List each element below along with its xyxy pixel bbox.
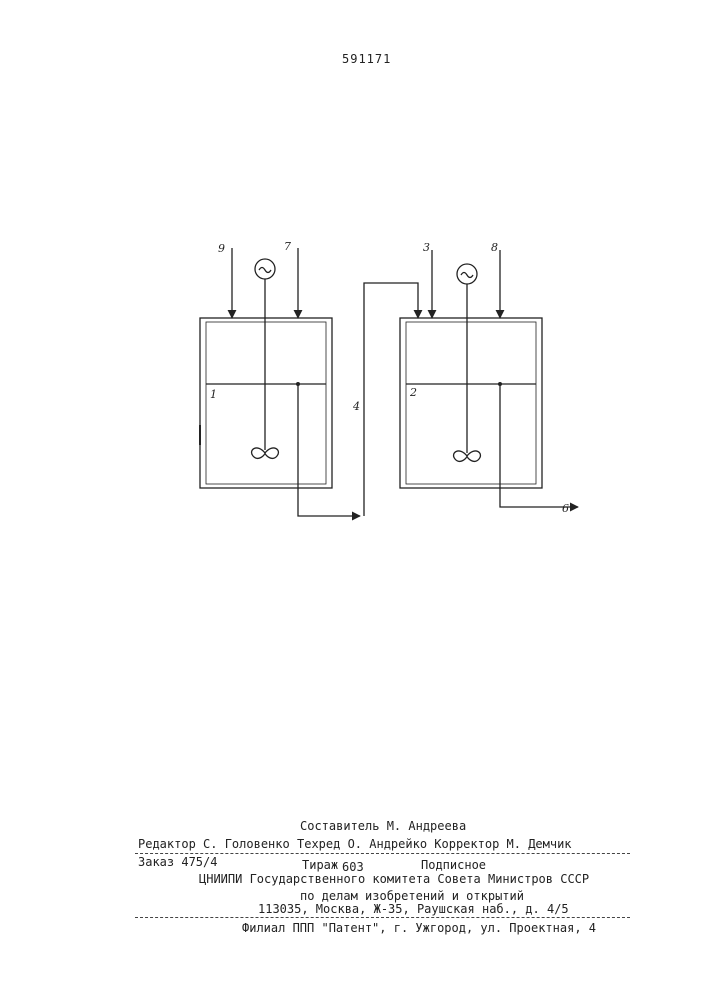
compiler-line: Составитель М. Андреева	[300, 819, 466, 833]
label-8: 8	[491, 241, 498, 254]
subscription-label: Подписное	[421, 858, 486, 872]
org-line-1: ЦНИИПИ Государственного комитета Совета …	[199, 872, 589, 886]
circulation-label: Тираж	[302, 858, 338, 872]
editor-line: Редактор С. Головенко	[138, 837, 290, 851]
label-1: 1	[210, 388, 217, 401]
label-7: 7	[284, 240, 291, 253]
stirrer-1	[252, 259, 279, 458]
conduit-4	[298, 384, 360, 516]
stirrer-2	[454, 264, 481, 461]
vessel-2	[400, 318, 542, 488]
label-6: 6	[562, 502, 569, 515]
label-4: 4	[352, 400, 360, 413]
techred-corrector-line: Техред О. Андрейко Корректор М. Демчик	[297, 837, 572, 851]
apparatus-diagram: 9 7 3 8 1 2 4 6	[0, 0, 707, 560]
label-9: 9	[218, 242, 225, 255]
branch-line: Филиал ППП "Патент", г. Ужгород, ул. Про…	[242, 921, 596, 935]
divider-bottom	[135, 917, 630, 918]
label-3: 3	[423, 241, 430, 254]
address-line: 113035, Москва, Ж-35, Раушская наб., д. …	[258, 902, 569, 916]
org-line-2: по делам изобретений и открытий	[300, 889, 524, 903]
order-number: Заказ 475/4	[138, 855, 217, 869]
divider-top	[135, 853, 630, 854]
label-2: 2	[409, 386, 417, 399]
vessel-1	[200, 318, 332, 488]
